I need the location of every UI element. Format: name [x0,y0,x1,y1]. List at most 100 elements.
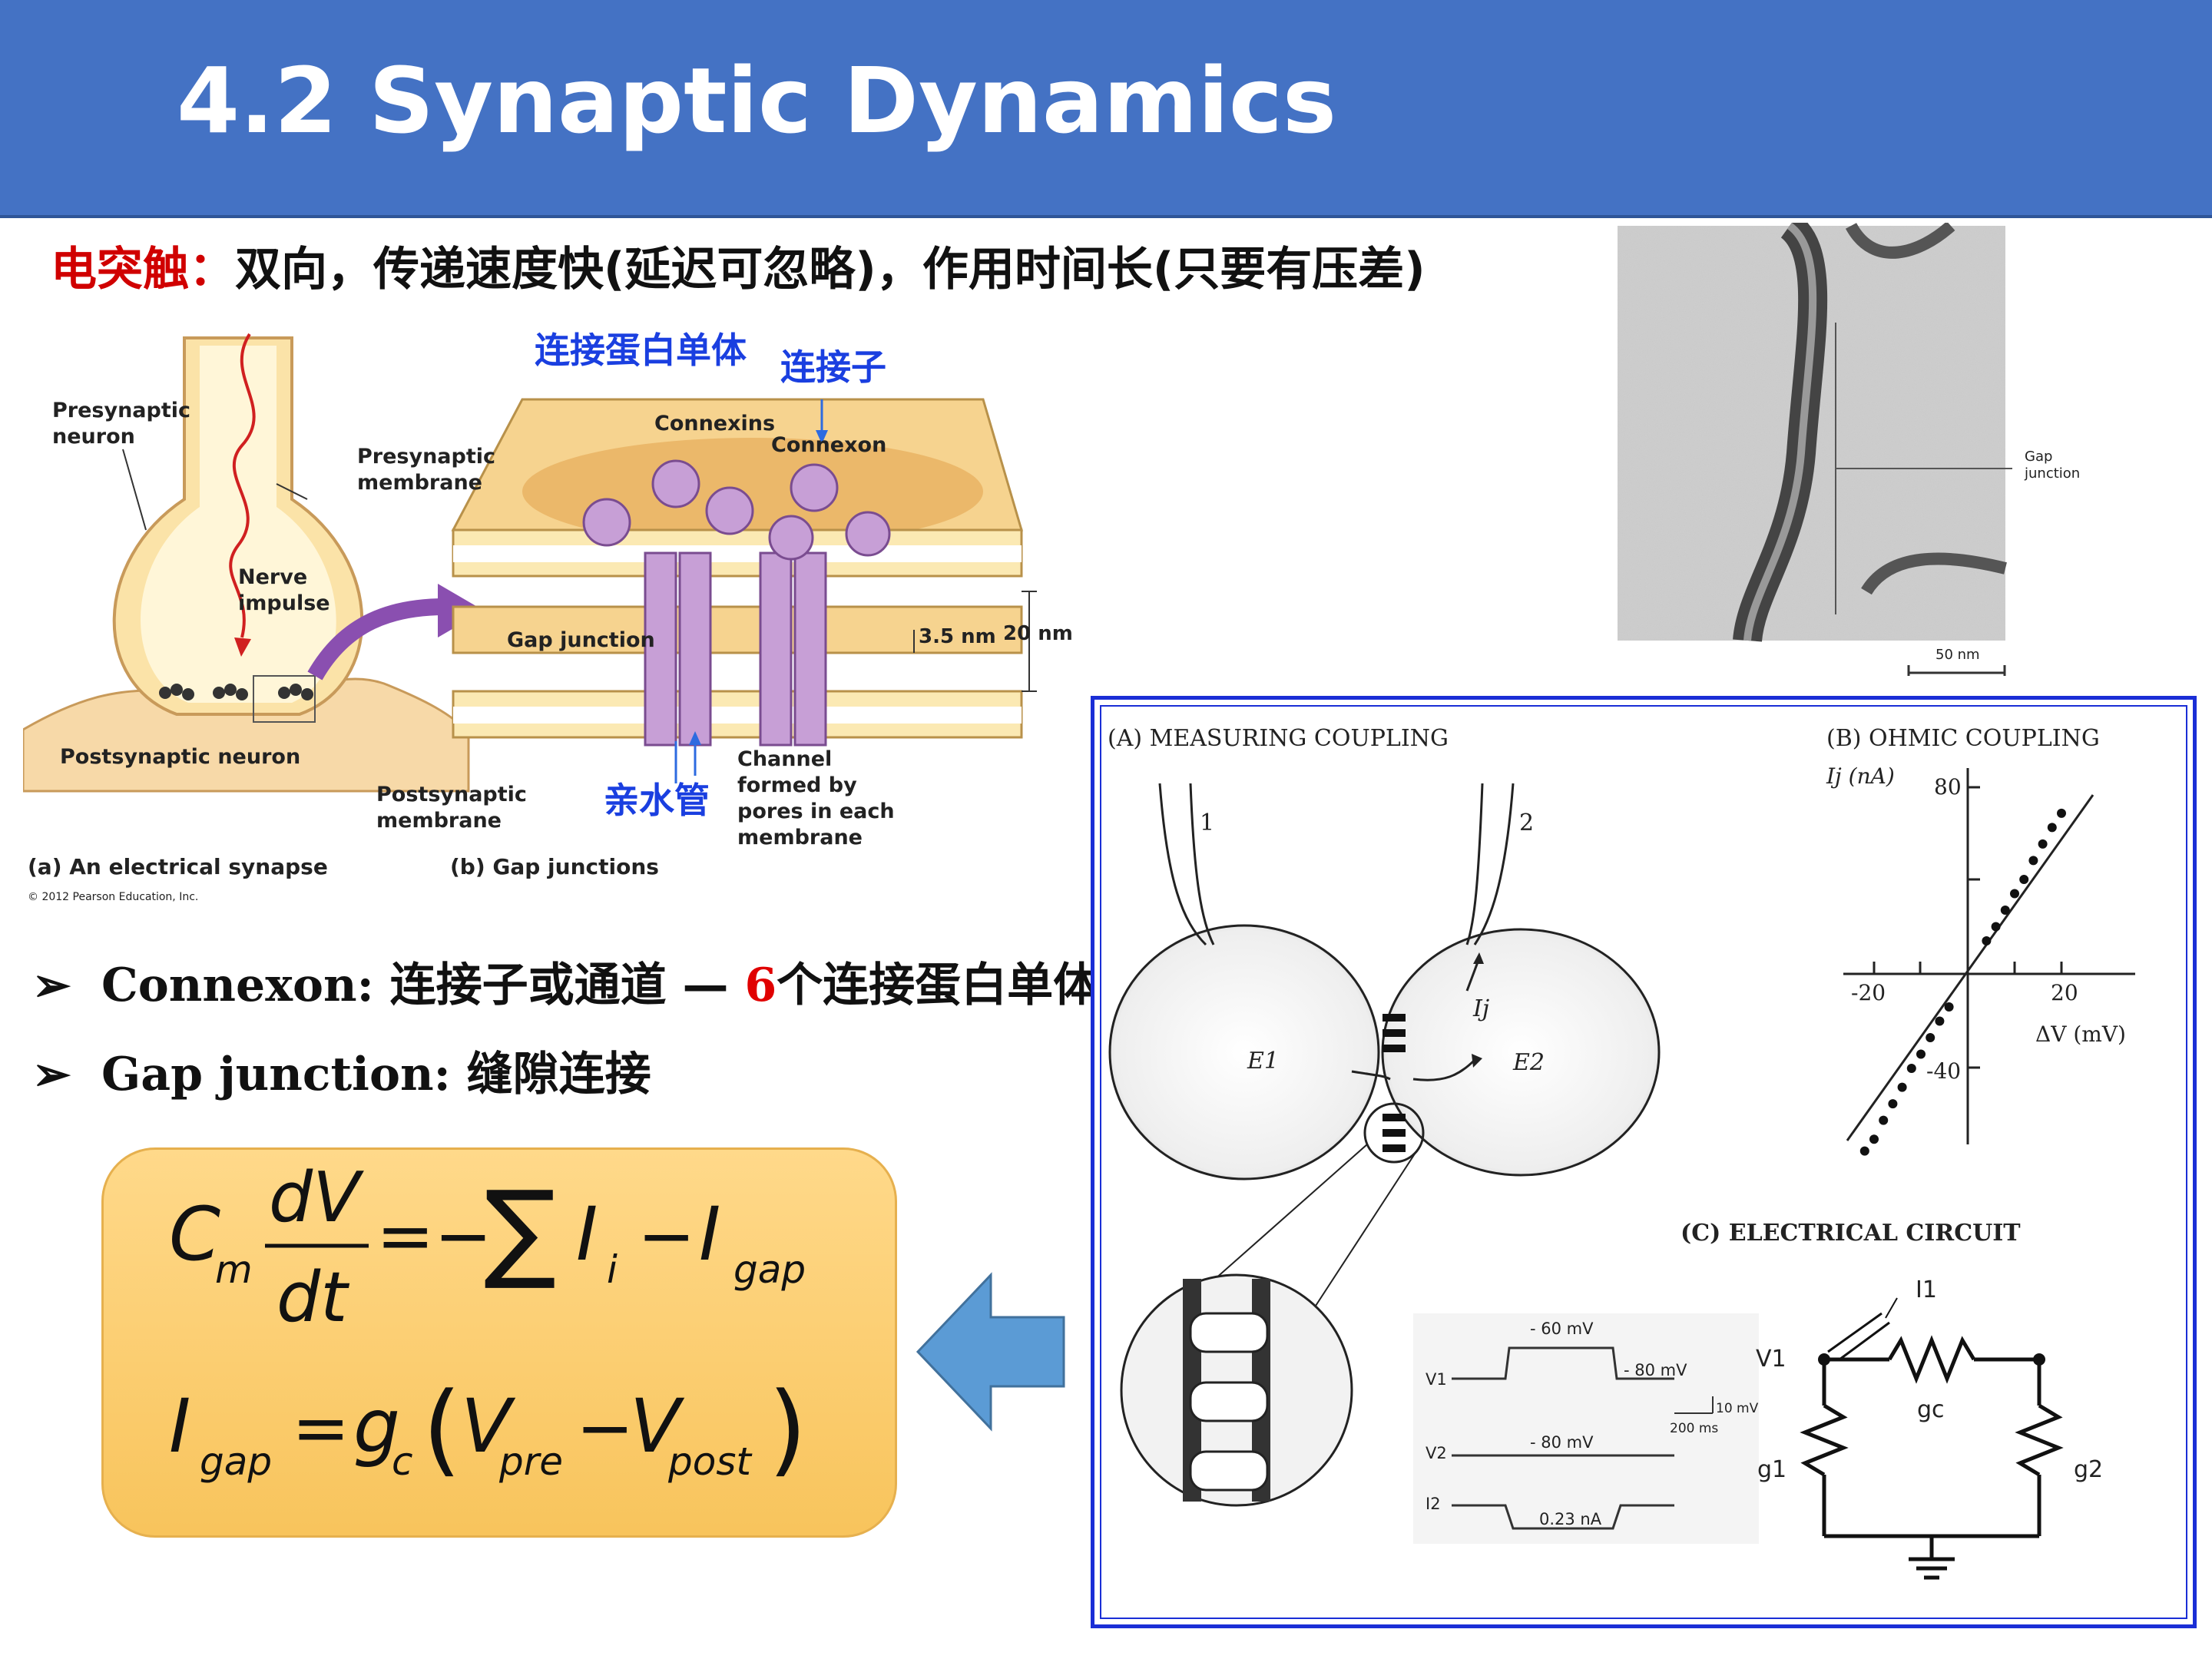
ohmic-data-point [1906,1064,1916,1073]
svg-text:dV: dV [269,1157,364,1238]
scale-bar-label: 50 nm [1936,647,1980,663]
panel-a-title: (A) MEASURING COUPLING [1108,725,1449,752]
label-presynaptic-neuron: Presynaptic neuron [52,399,191,449]
trace-label-m80a: - 80 mV [1624,1361,1687,1379]
svg-text:I: I [576,1191,598,1277]
ohmic-data-point [1935,1016,1945,1026]
caption-a: (a) An electrical synapse [28,854,328,879]
left-arrow-icon [916,1272,1065,1432]
caption-b: (b) Gap junctions [450,854,659,879]
ohmic-data-point [2028,856,2038,866]
bullet-arrow-icon: ➢ [32,959,71,1012]
circuit-label-gc: gc [1917,1396,1945,1423]
ohmic-data-point [1888,1099,1898,1109]
bullet-desc-2: 个连接蛋白单体 [777,959,1100,1012]
svg-text:m: m [215,1247,253,1292]
label-3-5nm: 3.5 nm [919,625,996,648]
svg-text:gap: gap [200,1439,272,1484]
circuit-label-g2: g2 [2074,1456,2104,1483]
ohmic-data-point [1869,1134,1879,1144]
trace-label-v1: V1 [1426,1370,1447,1389]
label-connexon: Connexon [771,433,887,457]
chart-tick-y80: 80 [1934,774,1962,800]
subtitle: 电突触：双向，传递速度快(延迟可忽略)，作用时间长(只要有压差) [51,232,1426,299]
svg-text:=: = [292,1388,349,1469]
cell-e2-label: E2 [1513,1049,1545,1076]
label-connexins: Connexins [654,412,776,435]
coupling-panel-inner [1100,705,2187,1619]
label-micrograph-gap: Gap junction [2025,449,2081,482]
svg-text:): ) [768,1370,807,1487]
ohmic-data-point [1944,1002,1954,1012]
label-nerve-impulse: Nerve impulse [238,565,330,615]
ohmic-data-point [2000,905,2010,915]
cell-e1-label: E1 [1247,1048,1279,1075]
page-title: 4.2 Synaptic Dynamics [177,48,1337,154]
zh-label-connexin: 连接蛋白单体 [535,329,747,371]
svg-text:I: I [699,1191,720,1277]
circuit-label-v1: V1 [1756,1346,1786,1373]
formula-box [101,1147,897,1538]
zh-label-hydrophilic: 亲水管 [604,780,710,821]
trace-label-023: 0.23 nA [1539,1510,1602,1528]
chart-tick-ym40: -40 [1926,1058,1962,1084]
trace-label-m80b: - 80 mV [1530,1433,1594,1452]
svg-text:−: − [637,1196,695,1277]
svg-text:c: c [392,1439,413,1484]
bullet-desc: 缝隙连接 [466,1048,651,1101]
trace-label-v2: V2 [1426,1444,1447,1462]
trace-label-m60: - 60 mV [1530,1320,1594,1338]
ohmic-data-point [1916,1049,1926,1059]
trace-label-i2: I2 [1426,1495,1441,1513]
ohmic-data-point [1897,1082,1907,1092]
ohmic-data-point [2038,839,2048,849]
label-postsynaptic-membrane: Postsynaptic membrane [376,783,527,833]
current-ij-label: Ij [1473,995,1490,1022]
bullet-term: Gap junction: [101,1048,451,1101]
trace-scale-mv: 10 mV [1716,1401,1759,1416]
ohmic-data-point [2019,875,2029,884]
svg-text:I: I [169,1383,190,1469]
circuit-label-g1: g1 [1757,1456,1787,1483]
svg-text:gap: gap [733,1247,806,1292]
svg-text:V: V [461,1383,516,1469]
ohmic-data-point [2057,808,2066,818]
svg-text:−: − [576,1388,634,1469]
scale-bar [1907,665,2006,676]
ohmic-data-point [2047,823,2057,833]
ohmic-data-point [1879,1115,1889,1125]
ohmic-data-point [2010,889,2019,899]
ohmic-data-point [1991,922,2001,932]
ohmic-data-point [1982,935,1992,945]
svg-text:=−: =− [376,1196,492,1277]
ohmic-coupling-chart [1843,768,2135,1156]
electrical-synapse-illustration [23,333,484,793]
bullet-connexon: ➢Connexon: 连接子或通道 — 6个连接蛋白单体 [32,948,1099,1015]
svg-text:g: g [353,1383,400,1469]
svg-text:∑: ∑ [484,1168,556,1293]
bullet-gap-junction: ➢ Gap junction: 缝隙连接 [32,1037,651,1104]
svg-text:pre: pre [498,1439,563,1484]
label-postsynaptic-neuron: Postsynaptic neuron [60,745,301,769]
svg-text:C: C [169,1191,220,1277]
svg-text:dt: dt [276,1257,350,1338]
measuring-coupling-illustration [1108,783,1661,1507]
voltage-traces [1413,1313,1759,1544]
electrode-2-label: 2 [1519,810,1535,836]
chart-ylabel: Ij (nA) [1826,763,1895,789]
bullet-term: Connexon: [101,959,374,1012]
label-presynaptic-membrane: Presynaptic membrane [357,445,496,495]
panel-b-title: (B) OHMIC COUPLING [1826,725,2100,752]
bullet-arrow-icon: ➢ [32,1048,71,1101]
subtitle-prefix: 电突触： [51,243,235,296]
label-20nm: 20 nm [1003,622,1073,645]
chart-tick-xm20: -20 [1851,980,1886,1005]
bullet-desc: 连接子或通道 — [389,959,745,1012]
gap-junction-figure [23,333,1037,793]
svg-text:(: ( [422,1370,462,1487]
panel-c-title: (C) ELECTRICAL CIRCUIT [1681,1220,2021,1247]
gap-junction-illustration [451,398,1037,783]
formula-equations: C m dV dt =− ∑ I i − I gap I gap = g c (… [169,1157,807,1487]
electrical-circuit-diagram [1800,1297,2064,1580]
copyright-text: © 2012 Pearson Education, Inc. [28,891,199,903]
